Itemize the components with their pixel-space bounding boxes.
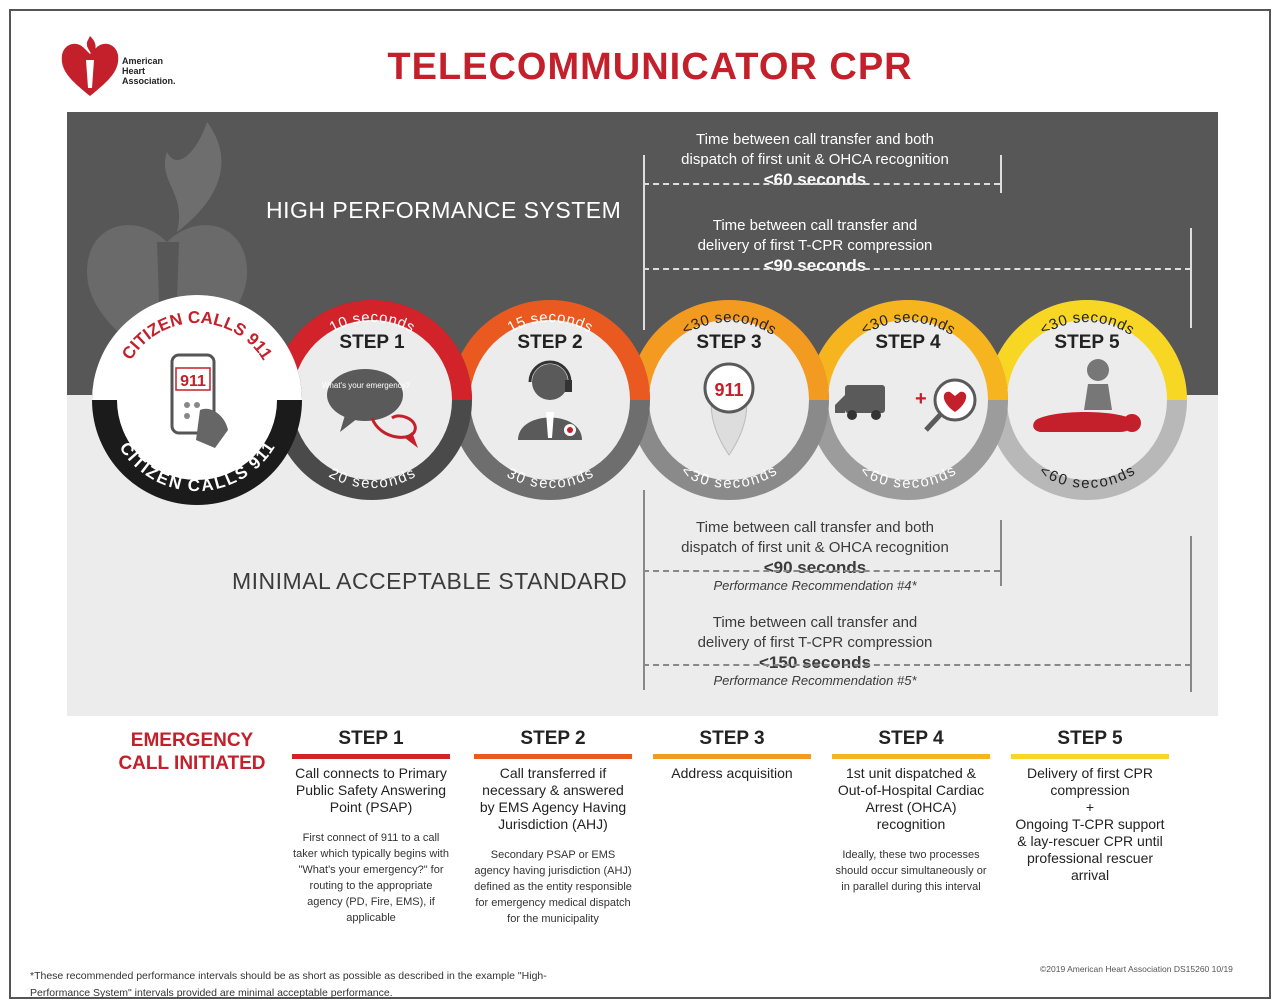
bottom-step-2: STEP 2 Call transferred if necessary & a…: [474, 728, 632, 927]
high-interval-2-right-tick: [1190, 228, 1192, 328]
step-4-circle: [808, 300, 1008, 500]
minimal-interval-1-right-tick: [1000, 520, 1002, 586]
bubble-text: What's your emergency?: [322, 381, 411, 390]
high-interval-1-dash: [643, 183, 1000, 185]
bottom-step-5: STEP 5 Delivery of first CPR compression…: [1011, 728, 1169, 884]
bottom-step-1-note: First connect of 911 to a call taker whi…: [293, 832, 449, 924]
minimal-interval-1: Time between call transfer and both disp…: [650, 518, 980, 594]
bottom-step-3-bar: [653, 754, 811, 759]
page-title: TELECOMMUNICATOR CPR: [387, 46, 913, 88]
bottom-step-1-bar: [292, 754, 450, 759]
bottom-step-1: STEP 1 Call connects to Primary Public S…: [292, 728, 450, 926]
minimal-interval-2-value: <150 seconds: [759, 653, 871, 672]
pin-911-text: 911: [714, 380, 743, 400]
step-4-label: STEP 4: [875, 332, 941, 353]
dispatcher-headset-icon: [518, 360, 582, 440]
minimal-standard-heading: MINIMAL ACCEPTABLE STANDARD: [232, 568, 628, 594]
minimal-interval-2-ref: Performance Recommendation #5*: [713, 673, 917, 688]
minimal-interval-1-left-tick: [643, 490, 645, 690]
bottom-step-3-label: STEP 3: [699, 728, 765, 749]
bottom-step-3: STEP 3 Address acquisition: [653, 728, 811, 782]
high-interval-2-dash: [643, 268, 1191, 270]
bottom-step-1-label: STEP 1: [338, 728, 404, 749]
minimal-interval-2-right-tick: [1190, 536, 1192, 692]
step-2-label: STEP 2: [517, 332, 582, 353]
minimal-interval-1-value: <90 seconds: [763, 558, 867, 577]
bottom-step-4: STEP 4 1st unit dispatched & Out-of-Hosp…: [832, 728, 990, 895]
heart-torch-icon: [61, 36, 119, 96]
bottom-step-5-desc: Delivery of first CPR compression + Ongo…: [1015, 765, 1165, 883]
bottom-step-4-desc: 1st unit dispatched & Out-of-Hospital Ca…: [837, 765, 985, 832]
minimal-interval-1-ref: Performance Recommendation #4*: [713, 578, 917, 593]
minimal-interval-2: Time between call transfer and delivery …: [650, 613, 980, 689]
bottom-step-2-desc: Call transferred if necessary & answered…: [479, 765, 627, 832]
ambulance-heart-icon: +: [835, 378, 977, 432]
minimal-interval-2-dash: [643, 664, 1191, 666]
cpr-person-icon: [1033, 359, 1141, 432]
logo-text: American Heart Association.: [122, 56, 176, 86]
footnote: *These recommended performance intervals…: [30, 970, 547, 999]
bottom-step-2-note: Secondary PSAP or EMS agency having juri…: [474, 849, 632, 925]
bottom-step-4-bar: [832, 754, 990, 759]
bottom-step-5-label: STEP 5: [1057, 728, 1123, 749]
phone-911-text: 911: [180, 373, 206, 390]
minimal-interval-2-text: Time between call transfer and delivery …: [697, 614, 933, 651]
bottom-step-4-label: STEP 4: [878, 728, 944, 749]
high-interval-2-text: Time between call transfer and delivery …: [697, 217, 933, 254]
bottom-step-4-note: Ideally, these two processes should occu…: [835, 849, 987, 893]
minimal-interval-1-text: Time between call transfer and both disp…: [681, 519, 949, 556]
step-3-label: STEP 3: [696, 332, 761, 353]
bottom-step-2-label: STEP 2: [520, 728, 586, 749]
high-interval-1-right-tick: [1000, 155, 1002, 193]
bottom-step-2-bar: [474, 754, 632, 759]
high-interval-2-value: <90 seconds: [763, 256, 867, 275]
step-1-label: STEP 1: [339, 332, 405, 353]
copyright: ©2019 American Heart Association DS15260…: [1040, 964, 1233, 974]
high-interval-2: Time between call transfer and delivery …: [650, 216, 980, 276]
svg-text:+: +: [915, 388, 927, 410]
speech-bubbles-icon: [327, 369, 418, 448]
phone-icon: [170, 353, 228, 448]
high-performance-heading: HIGH PERFORMANCE SYSTEM: [266, 197, 622, 223]
emergency-call-initiated: EMERGENCY CALL INITIATED: [118, 730, 266, 774]
bottom-step-3-desc: Address acquisition: [671, 765, 793, 781]
location-pin-icon: [703, 362, 755, 456]
bottom-step-1-desc: Call connects to Primary Public Safety A…: [295, 765, 447, 815]
minimal-interval-1-dash: [643, 570, 1000, 572]
step-5-label: STEP 5: [1054, 332, 1120, 353]
high-interval-1-text: Time between call transfer and both disp…: [681, 131, 949, 168]
high-interval-2-left-tick: [643, 160, 645, 330]
bottom-step-5-bar: [1011, 754, 1169, 759]
aha-logo: American Heart Association.: [60, 30, 200, 100]
